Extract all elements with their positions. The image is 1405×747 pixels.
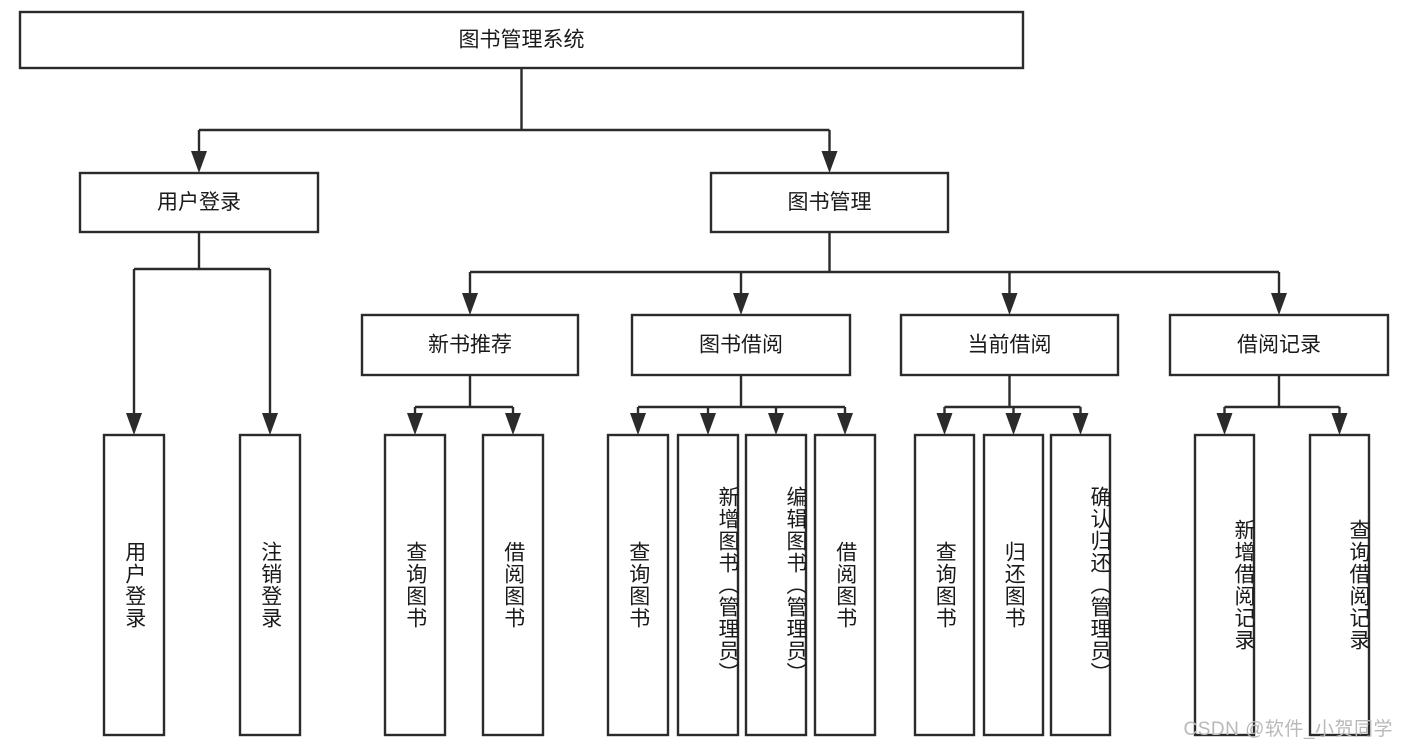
node-label-current-borrow: 当前借阅 [968,334,1052,357]
node-box-leaf-borrow-book-rec[interactable] [481,433,545,737]
node-box-leaf-add-book[interactable] [676,433,740,737]
node-box-leaf-user-login[interactable] [102,433,166,737]
node-label-book-manage: 图书管理 [788,191,872,214]
node-box-user-login[interactable] [78,171,320,234]
node-box-leaf-query-record[interactable] [1308,433,1371,737]
node-label-borrow-record: 借阅记录 [1237,334,1321,357]
node-label-root: 图书管理系统 [459,29,585,52]
boxes-layer [18,10,1390,737]
node-label-user-login: 用户登录 [157,191,241,214]
node-box-leaf-edit-book[interactable] [744,433,808,737]
edge-group-e-ul-branch [126,232,278,435]
node-box-root[interactable] [18,10,1025,70]
node-box-leaf-query-book-borrow[interactable] [606,433,670,737]
node-box-leaf-query-book-rec[interactable] [383,433,447,737]
edge-group-e-bb-branch [630,375,853,435]
node-box-leaf-confirm-return[interactable] [1049,433,1112,737]
node-box-leaf-return-book[interactable] [982,433,1045,737]
watermark-credit: CSDN @软件_小贺同学 [1183,719,1393,740]
node-box-book-borrow[interactable] [630,313,852,377]
node-box-leaf-logout[interactable] [238,433,302,737]
node-box-leaf-add-record[interactable] [1193,433,1256,737]
edge-group-e-br-branch [1216,375,1348,435]
node-box-leaf-query-book-current[interactable] [913,433,976,737]
node-label-new-book-rec: 新书推荐 [428,334,512,357]
node-box-current-borrow[interactable] [899,313,1120,377]
node-box-borrow-record[interactable] [1168,313,1390,377]
edge-group-e-bm-branch [462,232,1287,315]
edges-layer [126,68,1348,435]
node-box-leaf-borrow-book[interactable] [813,433,877,737]
node-box-new-book-rec[interactable] [360,313,580,377]
edge-group-e-cb-branch [936,375,1089,435]
node-label-book-borrow: 图书借阅 [699,334,783,357]
node-box-book-manage[interactable] [709,171,950,234]
edge-group-e-nbr-branch [407,375,521,435]
edge-group-e-root-branch [191,68,838,173]
